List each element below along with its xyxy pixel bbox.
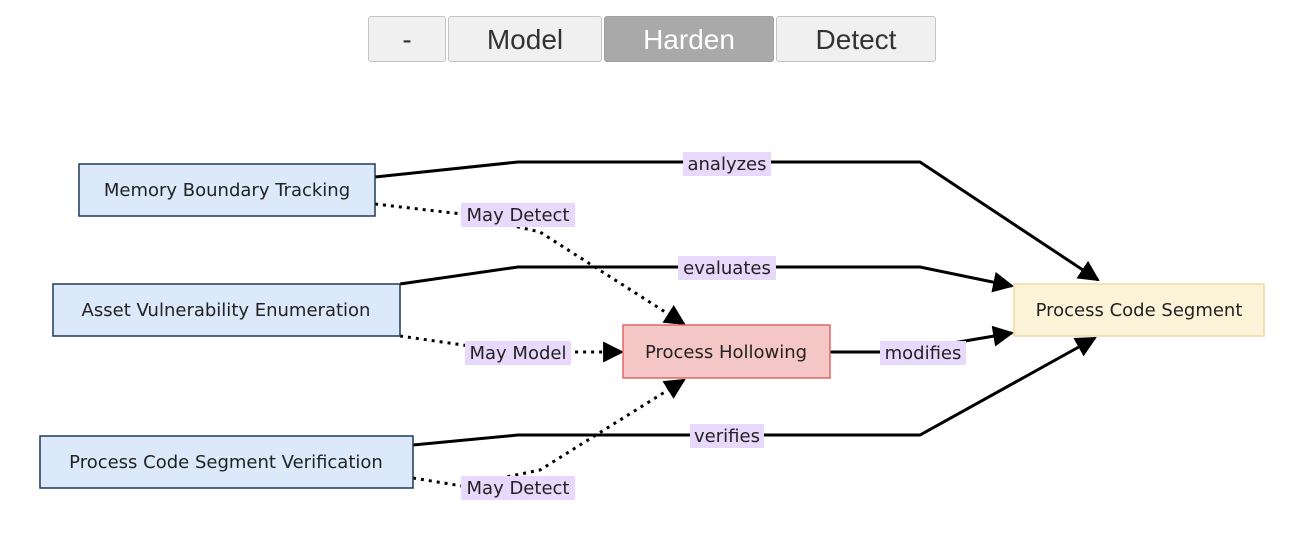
svg-text:May Detect: May Detect xyxy=(467,478,570,499)
edge-label-evaluates: evaluates xyxy=(678,256,776,280)
node-memory-boundary-tracking[interactable]: Memory Boundary Tracking xyxy=(78,163,376,217)
edge-label-verifies: verifies xyxy=(690,424,764,448)
svg-text:Process Hollowing: Process Hollowing xyxy=(645,342,807,363)
svg-text:Asset Vulnerability Enumeratio: Asset Vulnerability Enumeration xyxy=(82,300,371,321)
svg-text:analyzes: analyzes xyxy=(687,154,766,175)
tab-bar: - Model Harden Detect xyxy=(368,16,938,66)
svg-text:evaluates: evaluates xyxy=(683,258,771,279)
edge-label-may-detect-1: May Detect xyxy=(461,203,575,227)
node-process-code-segment-verification[interactable]: Process Code Segment Verification xyxy=(39,435,414,489)
svg-text:Process Code Segment Verificat: Process Code Segment Verification xyxy=(69,452,383,473)
node-process-hollowing[interactable]: Process Hollowing xyxy=(622,324,831,379)
node-asset-vulnerability-enumeration[interactable]: Asset Vulnerability Enumeration xyxy=(52,283,401,337)
tab-none[interactable]: - xyxy=(368,16,446,62)
edge-may-detect-2 xyxy=(412,378,686,488)
tab-harden[interactable]: Harden xyxy=(604,16,774,62)
tab-detect[interactable]: Detect xyxy=(776,16,936,62)
tab-model[interactable]: Model xyxy=(448,16,602,62)
edge-label-analyzes: analyzes xyxy=(683,152,771,176)
svg-text:May Detect: May Detect xyxy=(467,205,570,226)
svg-text:Memory Boundary Tracking: Memory Boundary Tracking xyxy=(104,180,350,201)
svg-text:verifies: verifies xyxy=(694,426,760,447)
edge-label-may-model: May Model xyxy=(465,341,571,365)
edge-label-may-detect-2: May Detect xyxy=(461,476,575,500)
svg-text:Process Code Segment: Process Code Segment xyxy=(1036,300,1243,321)
svg-text:May Model: May Model xyxy=(470,343,567,364)
svg-text:modifies: modifies xyxy=(885,343,962,364)
node-process-code-segment[interactable]: Process Code Segment xyxy=(1013,283,1265,337)
edge-label-modifies: modifies xyxy=(880,341,966,365)
